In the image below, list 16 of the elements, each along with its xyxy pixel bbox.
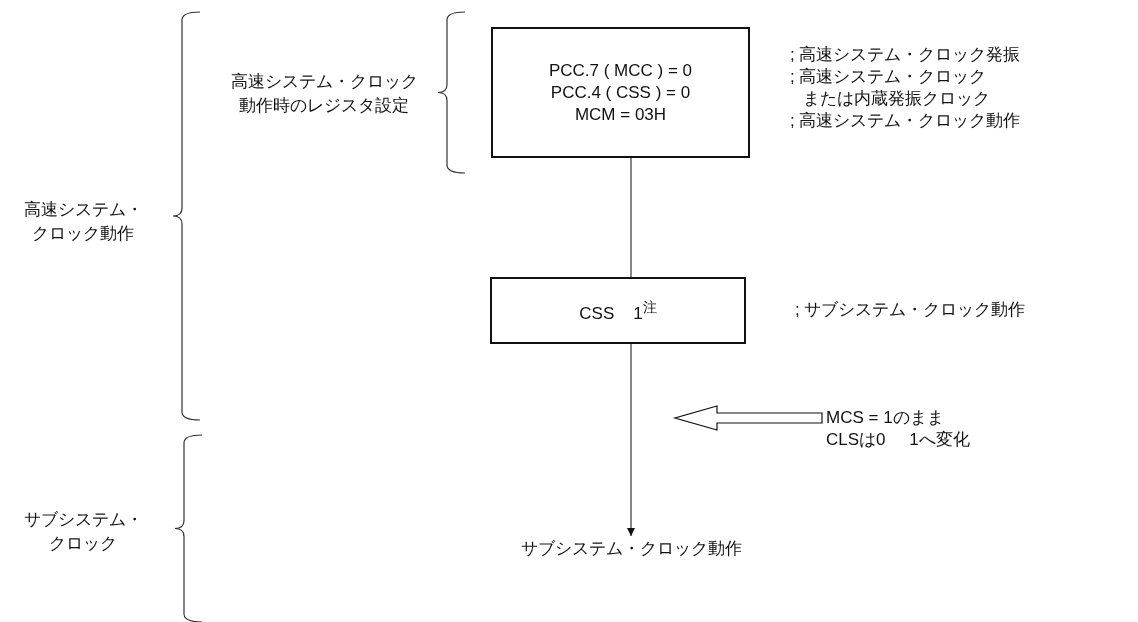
brace-label: 高速システム・クロック動作時のレジスタ設定 [229, 71, 419, 117]
arrow [627, 343, 635, 537]
brace-label: 高速システム・クロック動作 [22, 199, 144, 245]
box-text: CSS 1$^{注}$ [579, 298, 657, 325]
comment-text: ; 高速システム・クロックまたは内蔵発振クロック [790, 66, 991, 110]
comment-text: ; 高速システム・クロック発振 [790, 44, 1022, 66]
hollow-arrow [672, 405, 823, 431]
comment-text: ; 高速システム・クロック動作 [790, 110, 1022, 132]
comment-text: ; サブシステム・クロック動作 [795, 299, 1027, 321]
process-box [491, 27, 750, 158]
process-box [490, 277, 746, 344]
note-text: MCS = 1のまま CLSは0 1へ変化 [826, 407, 1026, 453]
box-text: PCC.7 ( MCC ) = 0 PCC.4 ( CSS ) = 0 MCM = 03H [547, 59, 694, 126]
brace-label: サブシステム・クロック [22, 509, 144, 555]
connector-line [630, 157, 632, 278]
end-text: サブシステム・クロック動作 [480, 538, 782, 562]
